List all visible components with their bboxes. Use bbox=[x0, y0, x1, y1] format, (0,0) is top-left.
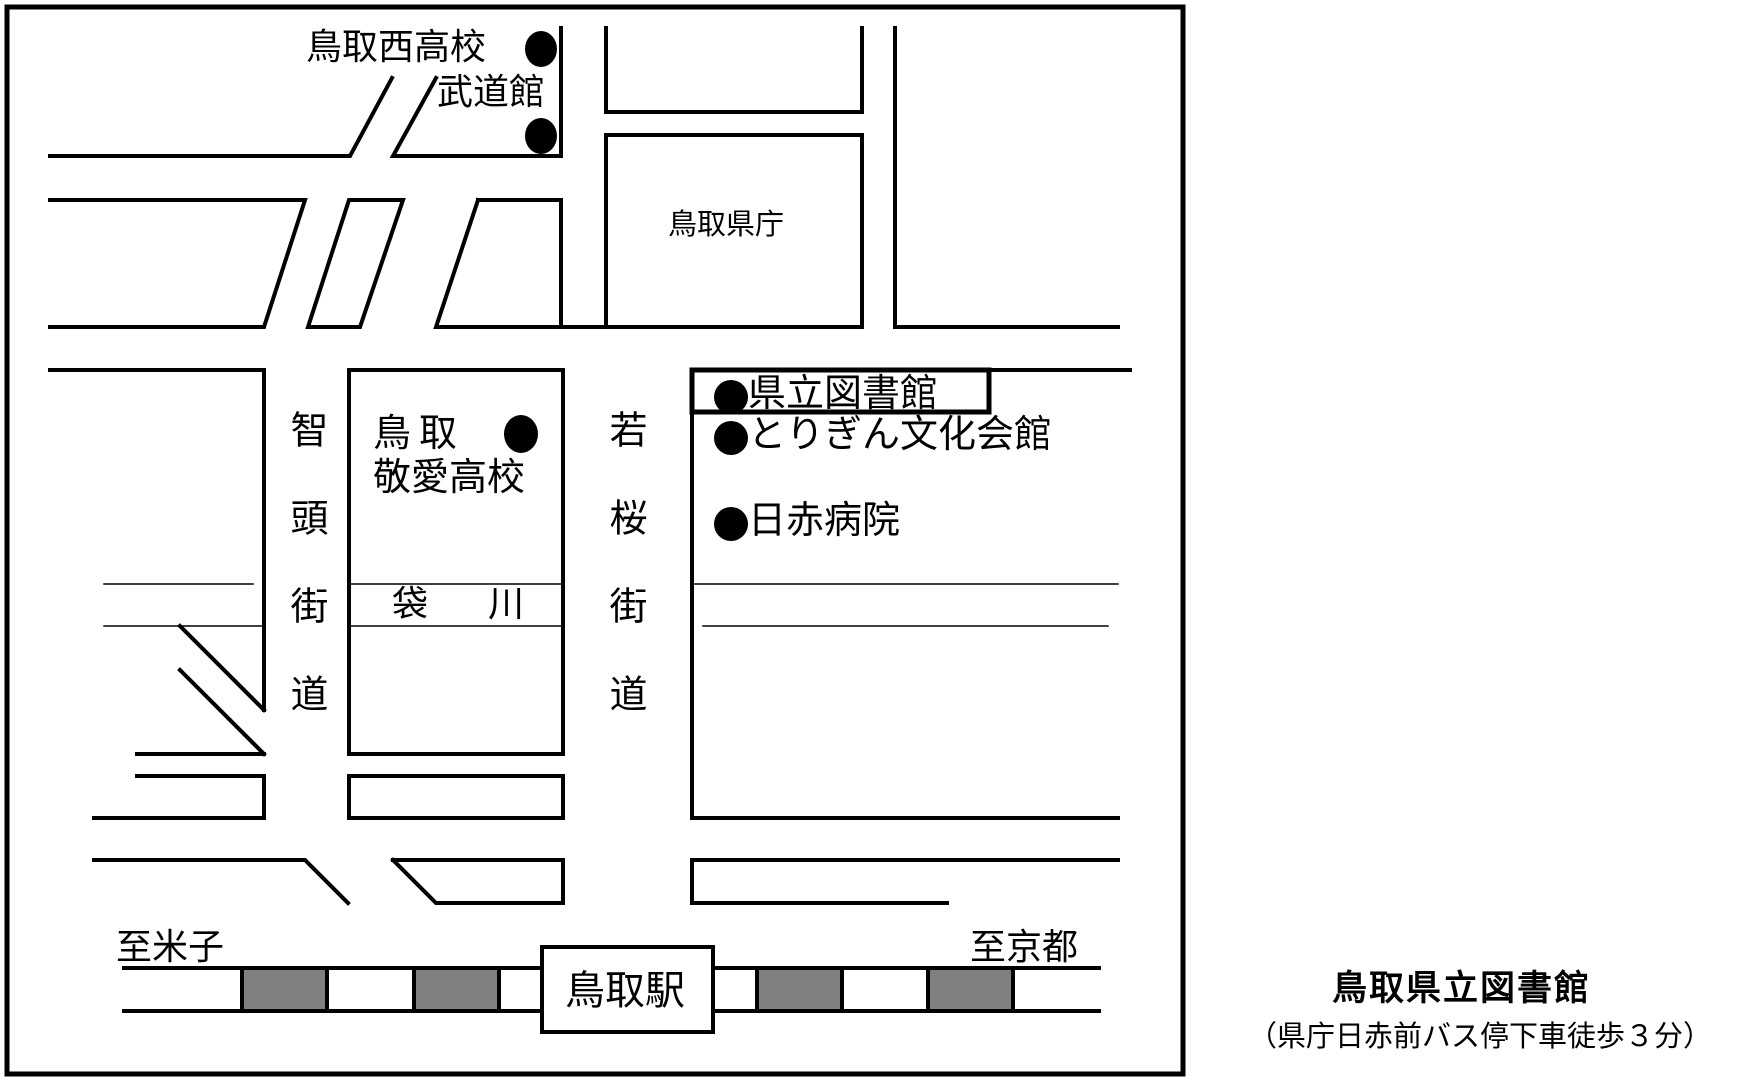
to-kyoto-label: 至京都 bbox=[970, 927, 1079, 968]
road-edge bbox=[433, 197, 563, 329]
hospital-label: 日赤病院 bbox=[714, 501, 900, 541]
library-label[interactable]: 県立図書館 bbox=[714, 374, 938, 414]
to-yonago-label: 至米子 bbox=[116, 927, 225, 968]
keiai-high-dot bbox=[504, 415, 538, 453]
prefectural-office-block bbox=[604, 133, 864, 329]
block bbox=[305, 198, 406, 329]
prefectural-office-label: 鳥取県庁 bbox=[668, 207, 785, 241]
road-edge bbox=[690, 408, 1120, 820]
hospital-dot-icon bbox=[714, 506, 748, 541]
road-edge bbox=[48, 368, 266, 712]
road-edge bbox=[389, 26, 563, 158]
torigin-dot-icon bbox=[714, 420, 748, 455]
station-box bbox=[540, 945, 715, 1034]
keiai-high-label-1: 鳥取 bbox=[373, 411, 466, 455]
caption-title: 鳥取県立図書館 bbox=[1332, 969, 1592, 1009]
road-edge bbox=[92, 774, 266, 820]
block bbox=[347, 774, 565, 820]
road-edge bbox=[48, 75, 395, 158]
rail-blocks bbox=[240, 966, 1015, 1013]
keiai-high-label-2: 敬愛高校 bbox=[373, 455, 526, 499]
map-frame bbox=[4, 4, 1186, 1077]
torigin-hall-label: とりぎん文化会館 bbox=[714, 415, 1052, 455]
road-edge bbox=[48, 198, 308, 329]
library-dot-icon bbox=[714, 379, 748, 414]
budokan-dot bbox=[525, 118, 557, 154]
nishi-high-dot bbox=[525, 31, 557, 67]
library-highlight-box bbox=[689, 367, 992, 415]
river-label: 袋 川 bbox=[392, 584, 537, 625]
keiai-block bbox=[347, 368, 565, 756]
road-edge bbox=[893, 26, 1120, 329]
budokan-label: 武道館 bbox=[437, 72, 546, 113]
block bbox=[390, 857, 565, 905]
chizu-kaido-label: 智頭街道 bbox=[284, 410, 328, 762]
station-label: 鳥取駅 bbox=[565, 968, 685, 1014]
block bbox=[604, 26, 864, 114]
road-edge bbox=[690, 858, 1120, 905]
road-edge bbox=[92, 858, 351, 906]
caption-subtitle: （県庁日赤前バス停下車徒歩３分） bbox=[1248, 1019, 1713, 1053]
library-text: 県立図書館 bbox=[748, 371, 939, 415]
wakasa-kaido-label: 若桜街道 bbox=[603, 410, 647, 762]
nishi-high-label: 鳥取西高校 bbox=[306, 27, 487, 68]
